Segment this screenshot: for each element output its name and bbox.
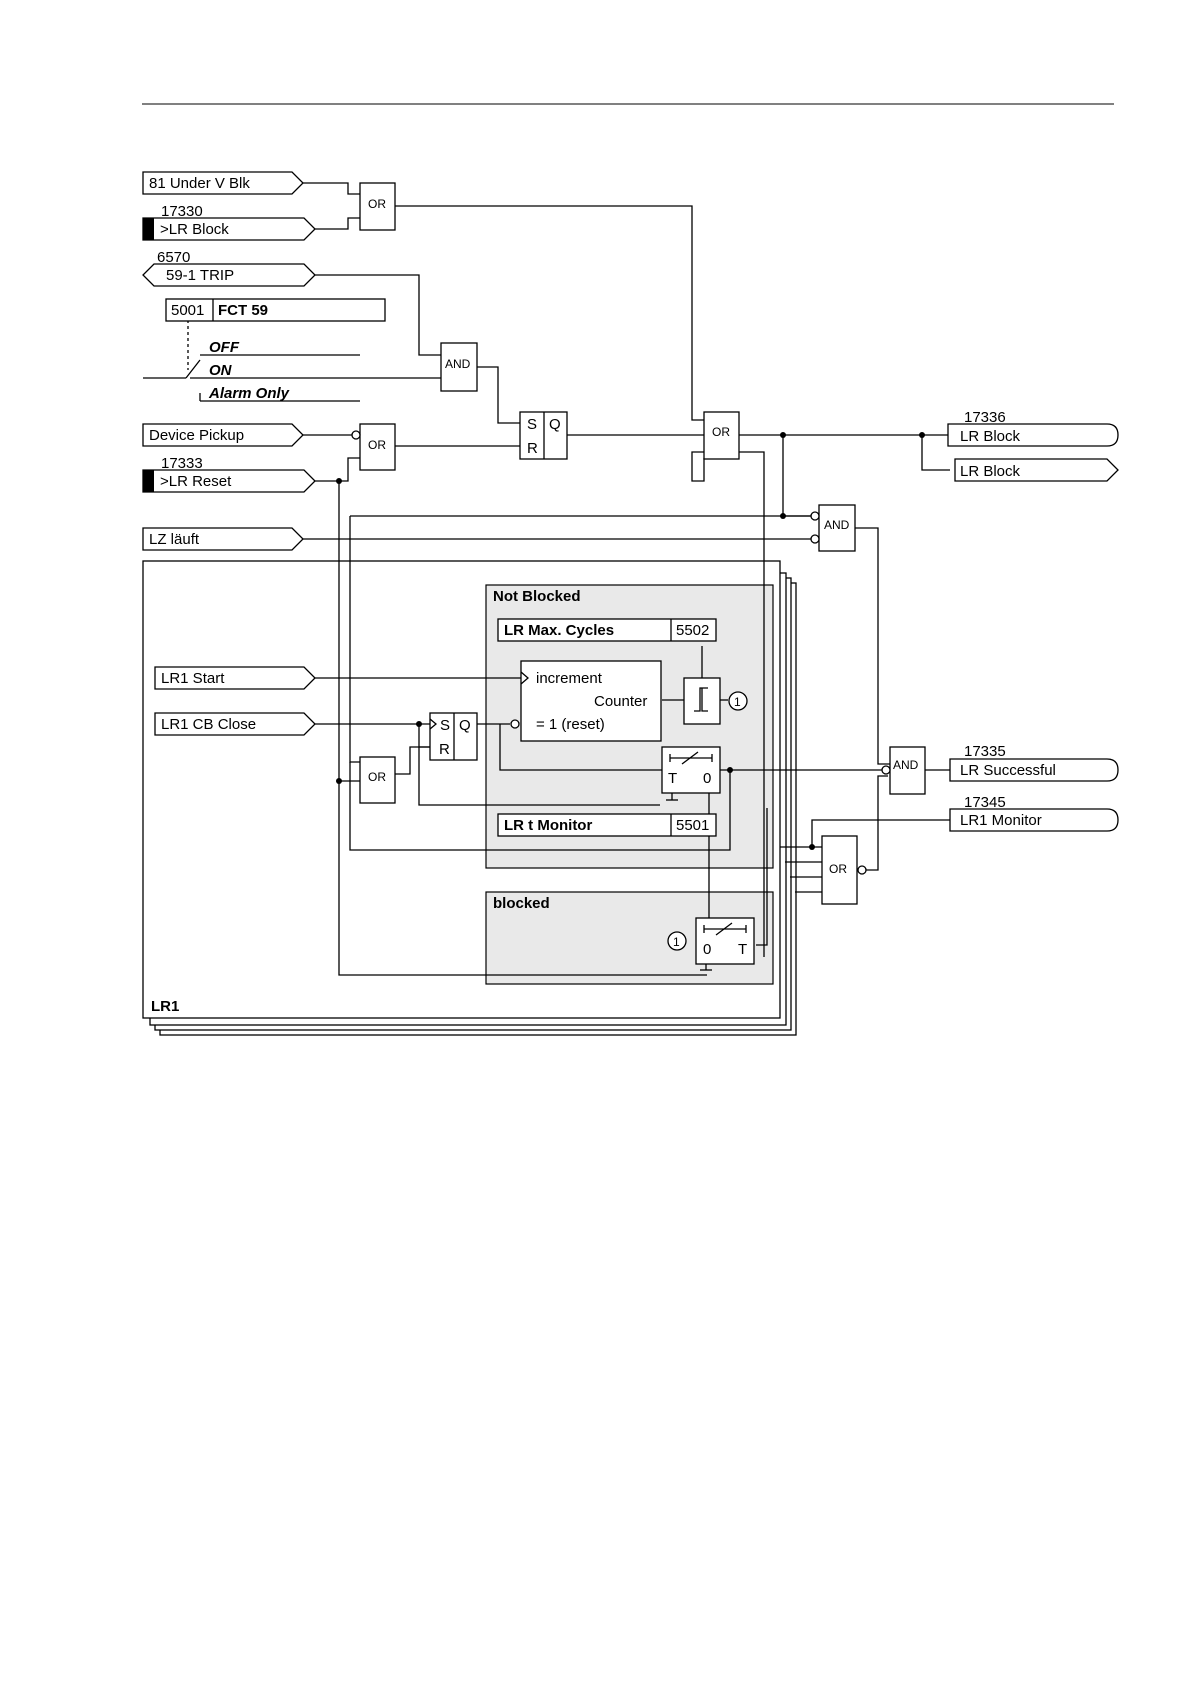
input-lr1-cb-close: LR1 CB Close: [154, 712, 316, 736]
or-gate-4: OR: [359, 756, 396, 804]
and-gate-1: AND: [440, 342, 478, 392]
input-lr-reset: 17333 >LR Reset: [142, 455, 316, 493]
svg-text:59-1 TRIP: 59-1 TRIP: [166, 267, 234, 284]
svg-text:17335: 17335: [964, 743, 1006, 760]
svg-text:1: 1: [734, 695, 741, 709]
input-lr-block: 17330 >LR Block: [142, 203, 316, 241]
svg-text:0: 0: [703, 941, 711, 958]
svg-text:17336: 17336: [964, 409, 1006, 426]
svg-text:AND: AND: [445, 357, 471, 371]
input-device-pickup: Device Pickup: [142, 423, 304, 447]
output-lr-block-internal: LR Block: [954, 458, 1119, 482]
svg-text:Device Pickup: Device Pickup: [149, 427, 244, 444]
svg-text:S: S: [527, 416, 537, 433]
svg-text:LR Max. Cycles: LR Max. Cycles: [504, 622, 614, 639]
param-lr-max-cycles: LR Max. Cycles 5502: [497, 618, 717, 642]
svg-text:R: R: [439, 741, 450, 758]
output-lr-block-message: 17336 LR Block: [947, 409, 1119, 447]
timer-off-delay: 0 T: [695, 917, 755, 965]
svg-text:ON: ON: [209, 362, 233, 379]
param-lr-t-monitor: LR t Monitor 5501: [497, 813, 717, 837]
wires: [143, 182, 950, 976]
or-gate-2: OR: [351, 423, 396, 471]
svg-text:FCT 59: FCT 59: [218, 302, 268, 319]
input-59-1-trip: 6570 59-1 TRIP: [142, 249, 316, 287]
sr-flipflop-2: S R Q: [429, 712, 478, 761]
svg-text:6570: 6570: [157, 249, 190, 266]
svg-text:S: S: [440, 717, 450, 734]
svg-text:LR1 Monitor: LR1 Monitor: [960, 812, 1042, 829]
svg-text:Q: Q: [459, 717, 471, 734]
svg-text:AND: AND: [824, 518, 850, 532]
svg-text:0: 0: [703, 770, 711, 787]
svg-text:T: T: [668, 770, 677, 787]
not-blocked-title: Not Blocked: [493, 588, 581, 605]
input-lr1-start: LR1 Start: [154, 666, 316, 690]
svg-text:>LR Reset: >LR Reset: [160, 473, 232, 490]
and-gate-2: AND: [810, 504, 856, 552]
junctions: [336, 432, 925, 850]
svg-text:increment: increment: [536, 670, 603, 687]
svg-text:Counter: Counter: [594, 693, 647, 710]
svg-text:OR: OR: [368, 770, 386, 784]
svg-text:AND: AND: [893, 758, 919, 772]
svg-text:OFF: OFF: [209, 339, 240, 356]
constant-one-b: 1: [667, 931, 687, 951]
or-gate-5: OR: [821, 835, 867, 905]
svg-text:OR: OR: [368, 197, 386, 211]
svg-text:1: 1: [673, 935, 680, 949]
svg-text:81 Under V Blk: 81 Under V Blk: [149, 175, 250, 192]
svg-text:17330: 17330: [161, 203, 203, 220]
or-gate-3: OR: [703, 411, 740, 460]
lr1-label: LR1: [151, 998, 179, 1015]
svg-text:LR1 CB Close: LR1 CB Close: [161, 716, 256, 733]
svg-text:5501: 5501: [676, 817, 709, 834]
input-lz-laeuft: LZ läuft: [142, 527, 304, 551]
svg-text:OR: OR: [368, 438, 386, 452]
svg-text:>LR Block: >LR Block: [160, 221, 229, 238]
parameter-fct-59: 5001 FCT 59 OFF ON Alarm Only: [165, 298, 386, 402]
svg-text:T: T: [738, 941, 747, 958]
counter-block: increment Counter = 1 (reset): [510, 660, 662, 742]
and-gate-3: AND: [881, 746, 926, 795]
svg-text:LR Successful: LR Successful: [960, 762, 1056, 779]
svg-text:R: R: [527, 440, 538, 457]
svg-text:5001: 5001: [171, 302, 204, 319]
constant-one-a: 1: [728, 691, 748, 711]
blocked-title: blocked: [493, 895, 550, 912]
timer-on-delay: T 0: [661, 746, 721, 794]
svg-text:OR: OR: [712, 425, 730, 439]
svg-text:5502: 5502: [676, 622, 709, 639]
svg-text:17345: 17345: [964, 794, 1006, 811]
svg-text:LR1 Start: LR1 Start: [161, 670, 225, 687]
input-81-under-v-blk: 81 Under V Blk: [142, 171, 304, 195]
svg-text:LR Block: LR Block: [960, 428, 1021, 445]
sr-flipflop-1: S R Q: [519, 411, 568, 460]
or-gate-1: OR: [359, 182, 396, 231]
svg-text:Alarm Only: Alarm Only: [208, 385, 290, 402]
svg-text:LR t Monitor: LR t Monitor: [504, 817, 592, 834]
svg-text:17333: 17333: [161, 455, 203, 472]
svg-text:LR Block: LR Block: [960, 463, 1021, 480]
svg-text:Q: Q: [549, 416, 561, 433]
output-lr1-monitor: 17345 LR1 Monitor: [949, 794, 1119, 832]
threshold-comparator: [683, 677, 721, 725]
svg-text:= 1 (reset): = 1 (reset): [536, 716, 605, 733]
output-lr-successful: 17335 LR Successful: [949, 743, 1119, 782]
svg-text:LZ läuft: LZ läuft: [149, 531, 200, 548]
svg-text:OR: OR: [829, 862, 847, 876]
